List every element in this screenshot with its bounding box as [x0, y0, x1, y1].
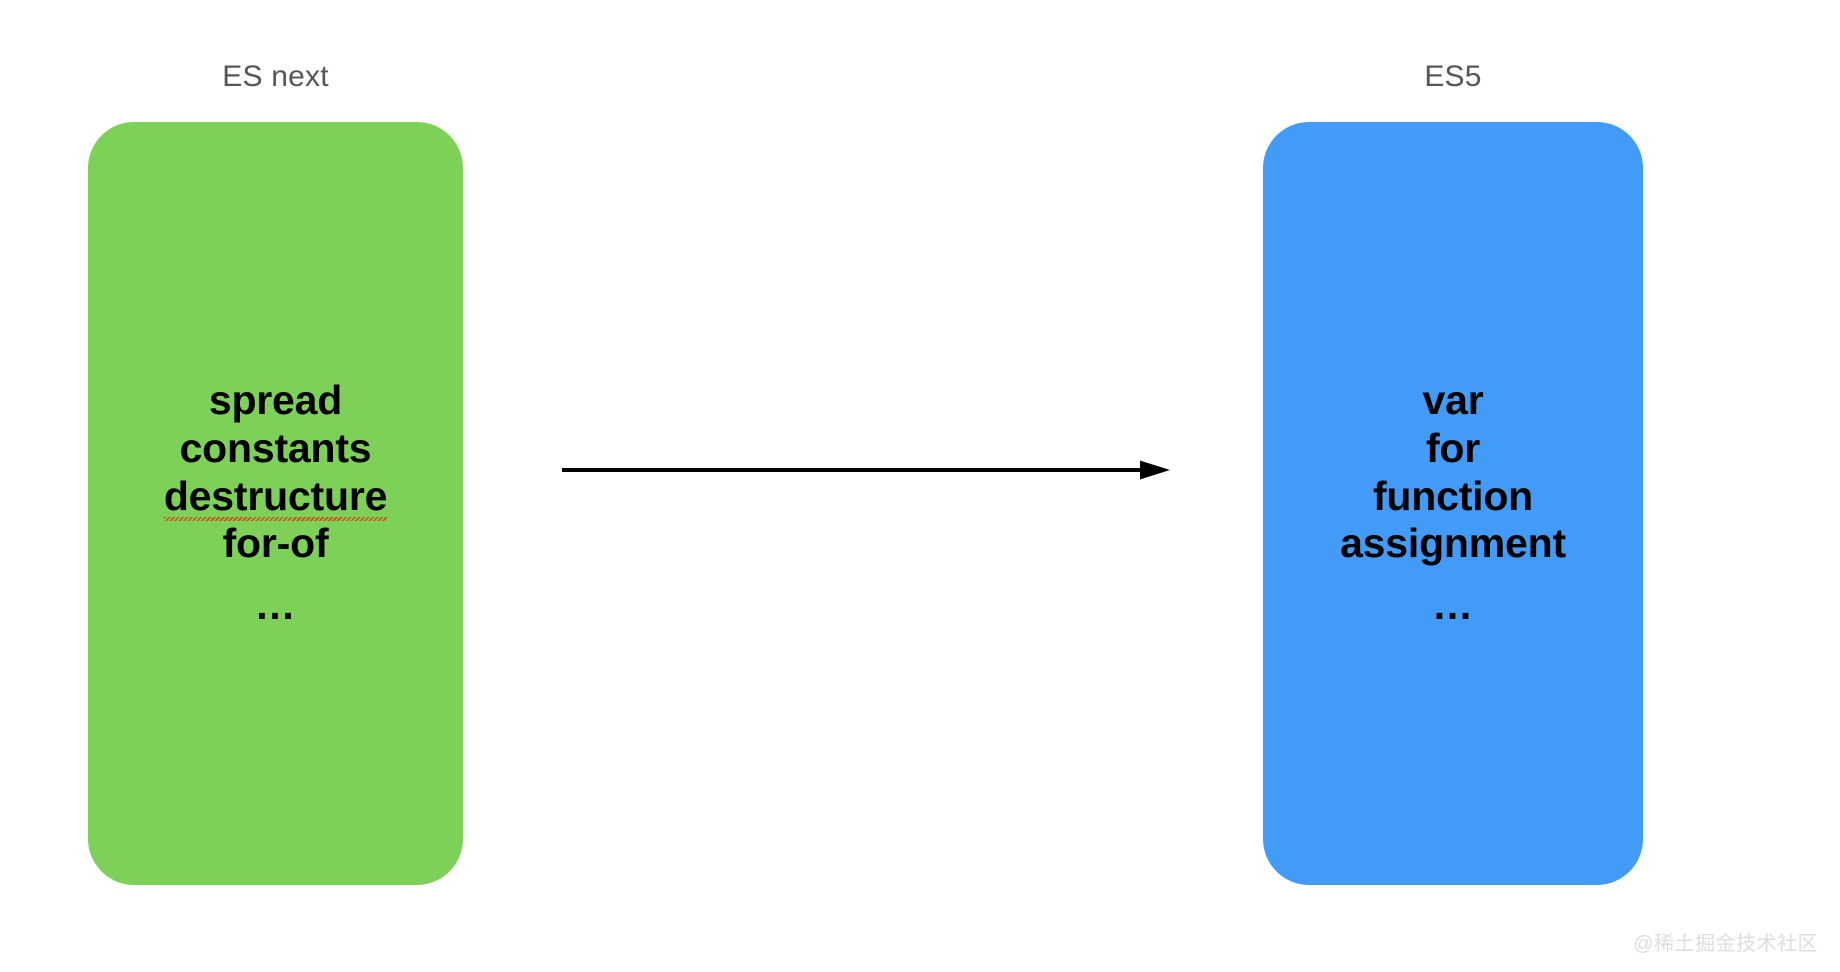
list-item: destructure	[88, 472, 463, 522]
list-item: spread	[88, 377, 463, 425]
source-feature-box: spread constants destructure for-of …	[88, 122, 463, 885]
target-feature-box: var for function assignment …	[1263, 122, 1643, 885]
list-item: var	[1263, 377, 1643, 425]
list-item: function	[1263, 473, 1643, 521]
list-item: …	[88, 582, 463, 630]
list-item: for-of	[88, 520, 463, 568]
target-item-2: function	[1372, 472, 1534, 519]
list-item: …	[1263, 582, 1643, 630]
target-item-3: assignment	[1340, 520, 1566, 567]
list-item: constants	[88, 425, 463, 473]
target-item-0: var	[1422, 376, 1484, 423]
target-item-4: …	[1432, 582, 1474, 629]
list-item: assignment	[1263, 520, 1643, 568]
source-feature-list: spread constants destructure for-of …	[88, 377, 463, 631]
target-column-label: ES5	[1424, 60, 1482, 93]
transform-arrow	[555, 448, 1185, 492]
source-item-4: …	[254, 582, 297, 629]
source-item-3: for-of	[222, 520, 329, 567]
source-item-2: destructure	[163, 472, 388, 522]
target-feature-list: var for function assignment …	[1263, 377, 1643, 631]
arrow-right-icon	[562, 460, 1170, 480]
target-item-1: for	[1425, 424, 1481, 471]
watermark: @稀土掘金技术社区	[1633, 933, 1818, 955]
source-column-label: ES next	[222, 60, 329, 93]
list-item: for	[1263, 425, 1643, 473]
source-item-1: constants	[179, 424, 372, 471]
source-item-0: spread	[208, 376, 343, 423]
